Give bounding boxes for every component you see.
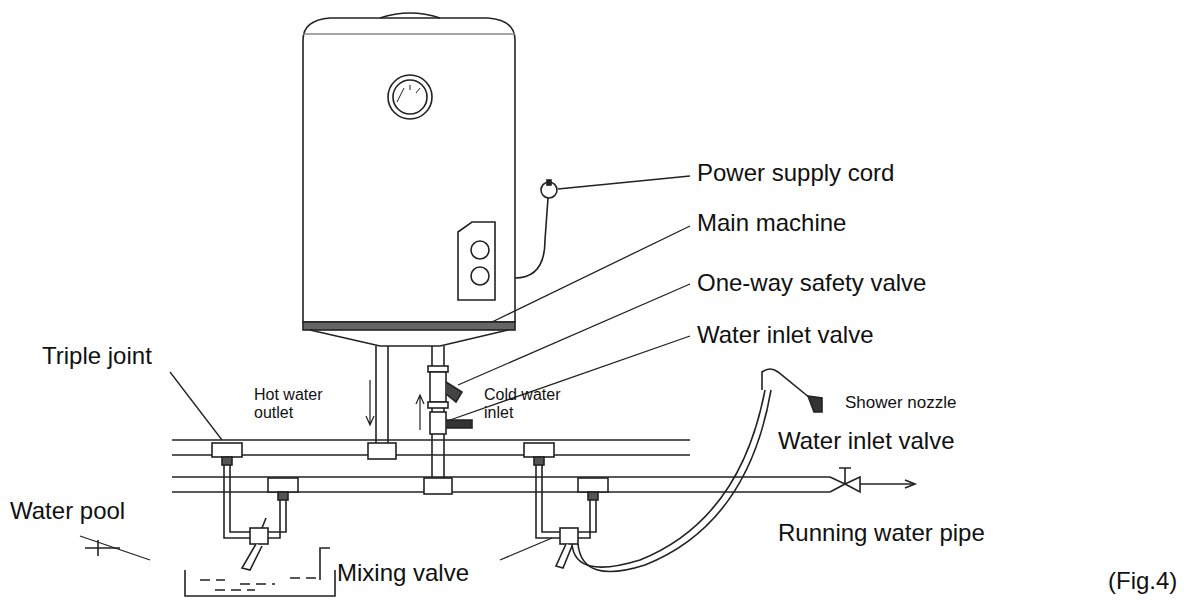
part-label: One-way safety valve (697, 270, 926, 296)
part-label: Triple joint (42, 343, 152, 369)
part-label: Hot water outlet (254, 386, 336, 421)
part-label: Water pool (10, 498, 125, 524)
part-label: Main machine (697, 210, 846, 236)
part-label: Mixing valve (337, 560, 469, 586)
part-label: Cold water inlet (484, 386, 584, 421)
part-label: Running water pipe (778, 520, 985, 546)
part-label: Water inlet valve (697, 322, 874, 348)
figure-caption: (Fig.4) (1108, 568, 1177, 594)
part-label: Shower nozzle (845, 394, 957, 413)
part-label: Power supply cord (697, 160, 894, 186)
part-label: Water inlet valve (778, 428, 955, 454)
